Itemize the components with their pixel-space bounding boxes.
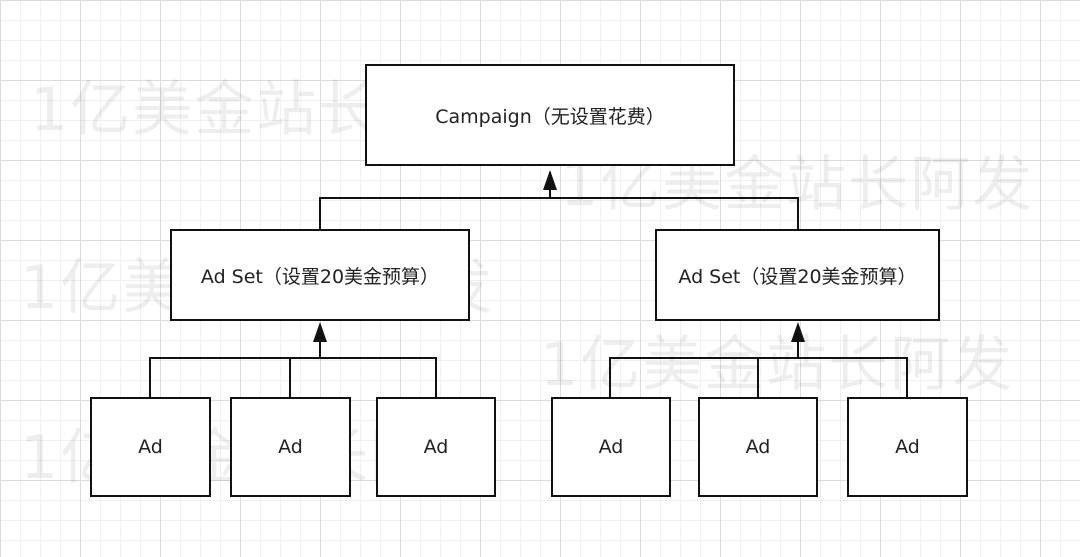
ad-label: Ad	[138, 436, 163, 458]
ad-node-right-2: Ad	[698, 397, 818, 497]
arrowhead-adset-left	[313, 322, 327, 342]
ad-node-left-1: Ad	[90, 397, 211, 497]
ad-label: Ad	[745, 436, 771, 458]
ad-label: Ad	[423, 436, 449, 458]
ad-label: Ad	[598, 436, 624, 458]
ad-label: Ad	[895, 436, 920, 458]
campaign-label: Campaign（无设置花费）	[435, 105, 665, 128]
arrowhead-campaign	[543, 170, 557, 190]
ad-node-left-3: Ad	[376, 397, 496, 497]
connector-adset-right-to-campaign	[550, 197, 799, 230]
campaign-node: Campaign（无设置花费）	[365, 64, 735, 166]
connector-ad-left-1	[149, 357, 437, 398]
connector-adset-left-to-campaign	[319, 197, 550, 230]
adset-node-left: Ad Set（设置20美金预算）	[170, 229, 470, 321]
adset-label-left: Ad Set（设置20美金预算）	[200, 265, 440, 288]
arrowhead-adset-right	[791, 322, 805, 342]
ad-node-right-3: Ad	[847, 397, 968, 497]
adset-label-right: Ad Set（设置20美金预算）	[678, 265, 917, 288]
ad-node-left-2: Ad	[230, 397, 351, 497]
ad-node-right-1: Ad	[551, 397, 671, 497]
ad-label: Ad	[278, 436, 303, 458]
adset-node-right: Ad Set（设置20美金预算）	[655, 229, 940, 321]
